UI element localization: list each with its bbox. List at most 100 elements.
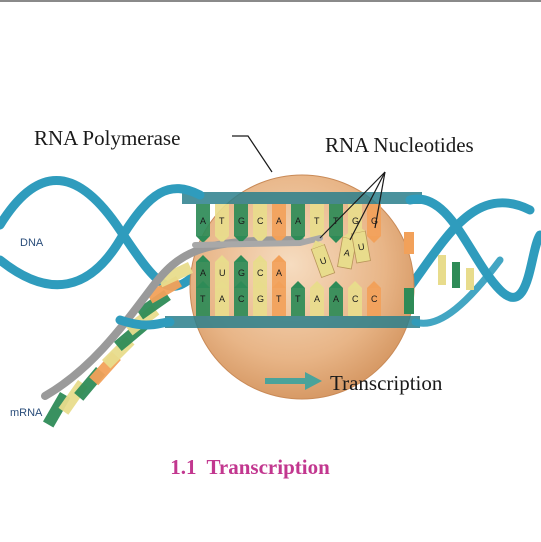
base-tip <box>253 236 267 243</box>
base-letter: T <box>200 294 206 304</box>
base-letter: G <box>352 216 359 226</box>
mrna-base <box>146 276 182 304</box>
base-letter: T <box>295 294 301 304</box>
dna-lower-backbone-window <box>165 316 420 328</box>
base-tip <box>291 281 305 288</box>
base-block <box>196 262 210 288</box>
base-block <box>215 204 229 236</box>
base-block <box>348 288 362 316</box>
base-block <box>234 204 248 236</box>
base-tip <box>234 236 248 243</box>
dna-label: DNA <box>20 237 44 249</box>
base-tip <box>196 281 210 288</box>
top-divider <box>0 0 541 2</box>
dna-backbone-front-right <box>405 194 541 302</box>
base-letter: T <box>219 216 225 226</box>
base-letter: A <box>219 294 225 304</box>
base-letter: U <box>219 268 226 278</box>
free-nucleotide-letter: A <box>343 248 351 259</box>
base-letter: C <box>238 294 245 304</box>
right-outer-bases <box>404 232 474 314</box>
base-tip <box>367 281 381 288</box>
base-block <box>215 288 229 316</box>
base-letter: A <box>276 268 282 278</box>
mrna-label: mRNA <box>10 407 43 419</box>
free-nucleotide-letter: U <box>357 241 365 252</box>
base-letter: A <box>200 268 206 278</box>
base-letter: C <box>257 216 264 226</box>
base-block <box>367 288 381 316</box>
free-nucleotide-letter: U <box>318 255 328 267</box>
base-block <box>234 288 248 316</box>
base-tip <box>272 281 286 288</box>
rna-nucleotides-label: RNA Nucleotides <box>325 133 474 157</box>
transcription-arrow-label: Transcription <box>330 371 443 395</box>
base-letter: C <box>352 294 359 304</box>
base-letter: A <box>333 294 339 304</box>
base-letter: C <box>371 294 378 304</box>
base-block <box>196 288 210 316</box>
base-tip <box>234 281 248 288</box>
base-letter: A <box>295 216 301 226</box>
base-letter: A <box>200 216 206 226</box>
mrna-base <box>157 261 194 288</box>
base-tip <box>215 281 229 288</box>
base-tip <box>272 236 286 243</box>
base-tip <box>291 236 305 243</box>
base-tip <box>329 281 343 288</box>
dna-upper-backbone-window <box>182 192 422 204</box>
base-tip <box>196 236 210 243</box>
base-tip <box>310 281 324 288</box>
base-letter: A <box>276 216 282 226</box>
base-tip <box>253 281 267 288</box>
caption-number: 1.1 <box>170 455 197 479</box>
base-letter: T <box>276 294 282 304</box>
dna-backbone-front-right-lower <box>411 256 504 327</box>
dna-backbone-front-left-lower <box>115 315 175 330</box>
free-nucleotide: U <box>310 240 336 279</box>
base-block <box>291 204 305 236</box>
base-letter: A <box>314 294 320 304</box>
nascent-rna-backbone <box>192 235 323 248</box>
rna-polymerase-label: RNA Polymerase <box>34 126 180 150</box>
base-tip <box>253 255 267 262</box>
base-block <box>272 262 286 288</box>
base-letter: G <box>238 268 245 278</box>
base-block <box>253 262 267 288</box>
base-letter: G <box>371 216 378 226</box>
base-tip <box>196 255 210 262</box>
base-block <box>253 204 267 236</box>
base-letter: C <box>257 268 264 278</box>
caption-title: Transcription <box>206 455 330 479</box>
polymerase-leader-line <box>232 135 273 173</box>
base-block <box>329 204 343 236</box>
free-rna-nucleotides: UAU <box>310 225 371 279</box>
nucleotide-leader-lines <box>319 171 386 241</box>
figure-caption: 1.1 Transcription <box>0 455 500 480</box>
base-block <box>291 288 305 316</box>
base-tip <box>348 281 362 288</box>
base-letter: G <box>257 294 264 304</box>
base-letter: G <box>238 216 245 226</box>
base-letter: T <box>314 216 320 226</box>
base-tip <box>272 255 286 262</box>
base-block <box>329 288 343 316</box>
base-tip <box>215 236 229 243</box>
base-block <box>310 288 324 316</box>
transcription-arrow <box>265 372 322 390</box>
dna-backbone-front-left <box>0 184 205 290</box>
base-block <box>196 204 210 236</box>
base-block <box>253 288 267 316</box>
free-nucleotide: A <box>337 231 357 270</box>
base-tip <box>215 255 229 262</box>
base-block <box>215 262 229 288</box>
base-block <box>234 262 248 288</box>
base-tip <box>329 236 343 243</box>
base-block <box>272 204 286 236</box>
base-block <box>310 204 324 236</box>
base-tip <box>367 236 381 243</box>
